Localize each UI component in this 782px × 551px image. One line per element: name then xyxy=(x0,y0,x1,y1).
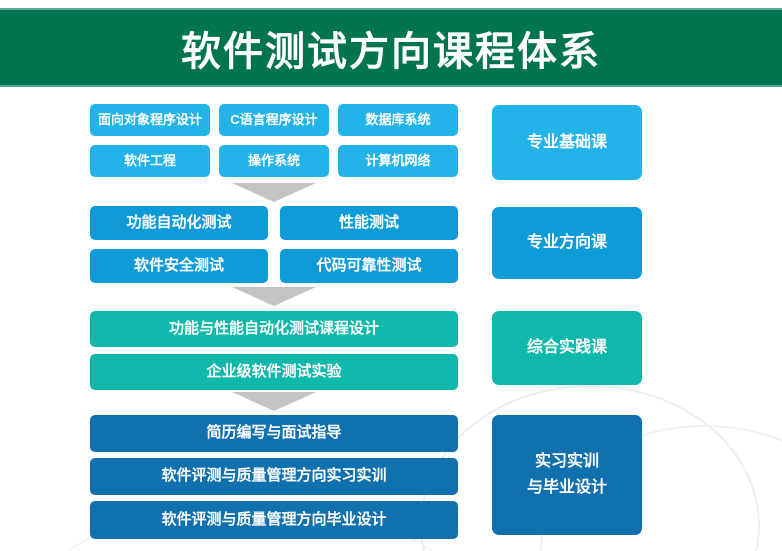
course-software-security-testing: 软件安全测试 xyxy=(90,249,268,283)
course-operating-systems: 操作系统 xyxy=(219,145,329,177)
course-database-systems: 数据库系统 xyxy=(338,104,458,136)
page-title: 软件测试方向课程体系 xyxy=(181,29,601,74)
course-enterprise-testing-lab: 企业级软件测试实验 xyxy=(90,354,458,390)
course-software-engineering: 软件工程 xyxy=(90,145,210,177)
down-arrow-icon xyxy=(232,287,316,306)
course-quality-management-internship: 软件评测与质量管理方向实习实训 xyxy=(90,458,458,495)
category-line-1: 实习实训 xyxy=(534,453,599,471)
course-code-reliability-testing: 代码可靠性测试 xyxy=(280,249,458,283)
category-basic-courses: 专业基础课 xyxy=(492,105,642,180)
down-arrow-icon xyxy=(232,392,316,411)
category-internship-graduation: 实习实训 与毕业设计 xyxy=(492,415,642,535)
category-direction-courses: 专业方向课 xyxy=(492,207,642,279)
course-func-perf-testing-course-design: 功能与性能自动化测试课程设计 xyxy=(90,311,458,347)
course-resume-interview-guidance: 简历编写与面试指导 xyxy=(90,415,458,452)
course-functional-automation-testing: 功能自动化测试 xyxy=(90,206,268,240)
course-oop: 面向对象程序设计 xyxy=(90,104,210,136)
course-quality-management-graduation: 软件评测与质量管理方向毕业设计 xyxy=(90,501,458,539)
category-practice-courses: 综合实践课 xyxy=(492,311,642,385)
course-c-language: C语言程序设计 xyxy=(219,104,329,136)
down-arrow-icon xyxy=(232,183,316,202)
course-computer-networks: 计算机网络 xyxy=(338,145,458,177)
category-line-2: 与毕业设计 xyxy=(526,479,607,496)
course-performance-testing: 性能测试 xyxy=(280,206,458,240)
header-bar: 软件测试方向课程体系 xyxy=(0,8,782,87)
